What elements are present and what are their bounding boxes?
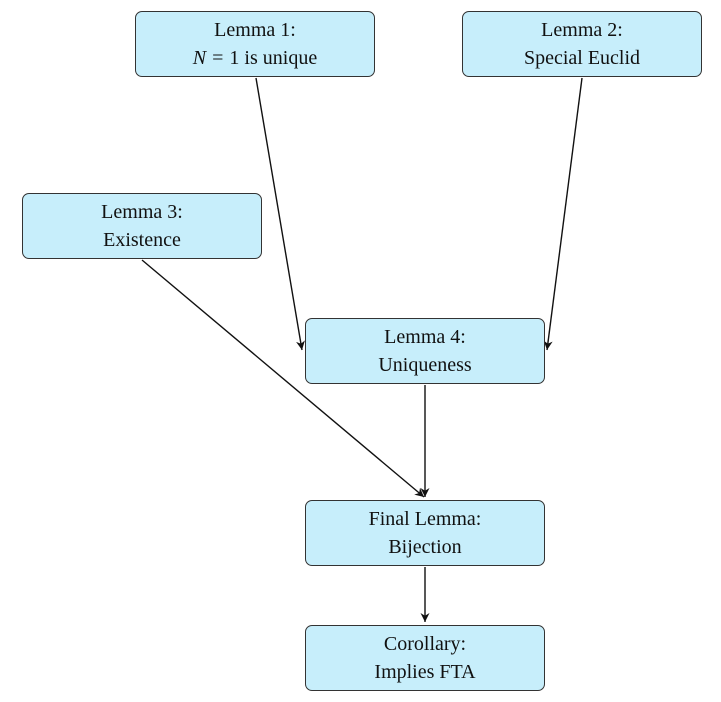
math-operator: = [212, 47, 224, 69]
edge-lemma1-to-lemma4 [255, 77, 305, 351]
node-lemma3: Lemma 3: Existence [22, 193, 262, 259]
node-lemma2: Lemma 2: Special Euclid [462, 11, 702, 77]
node-subtitle: Implies FTA [374, 661, 476, 683]
math-value: 1 [229, 47, 240, 69]
math-variable: N [192, 47, 207, 69]
edge-lemma2-to-lemma4 [543, 77, 583, 351]
node-lemma4: Lemma 4: Uniqueness [305, 318, 545, 384]
node-title: Final Lemma: [368, 508, 482, 530]
node-title: Lemma 4: [384, 326, 466, 348]
node-title: Lemma 3: [101, 201, 183, 223]
node-title: Corollary: [383, 633, 467, 655]
node-subtitle: N=1 is unique [193, 44, 317, 72]
node-subtitle: Uniqueness [378, 354, 472, 376]
node-subtitle: Special Euclid [523, 47, 641, 69]
node-title: Lemma 2: [541, 19, 623, 41]
node-subtitle: Existence [103, 229, 181, 251]
node-lemma1: Lemma 1: N=1 is unique [135, 11, 375, 77]
edge-lemma3-to-final [141, 259, 425, 498]
subtitle-text: is unique [244, 47, 318, 69]
node-corollary: Corollary: Implies FTA [305, 625, 545, 691]
node-final-lemma: Final Lemma: Bijection [305, 500, 545, 566]
node-title: Lemma 1: [214, 19, 296, 41]
node-subtitle: Bijection [388, 536, 462, 558]
